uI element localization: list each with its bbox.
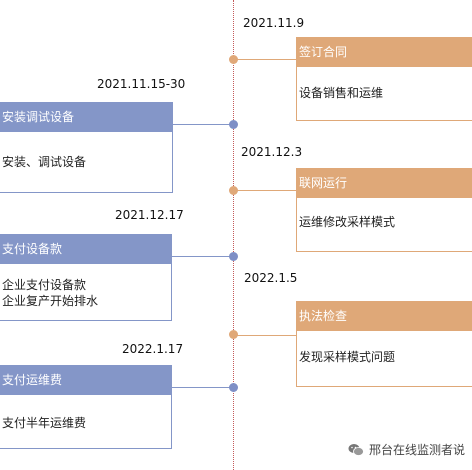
event-title: 执法检查 xyxy=(297,302,472,331)
event-title: 支付设备款 xyxy=(0,235,171,264)
date-label: 2021.11.15-30 xyxy=(97,77,186,91)
event-description: 企业支付设备款 企业复产开始排水 xyxy=(2,278,99,308)
event-card: 支付运维费 支付半年运维费 xyxy=(0,365,172,449)
connector-line xyxy=(234,190,296,191)
connector-line xyxy=(234,59,296,60)
connector-line xyxy=(172,387,233,388)
event-title: 安装调试设备 xyxy=(0,103,172,132)
timeline-dot xyxy=(229,55,238,64)
event-title: 联网运行 xyxy=(297,169,472,198)
event-title: 支付运维费 xyxy=(0,366,171,395)
date-label: 2022.1.5 xyxy=(244,271,298,285)
event-description: 支付半年运维费 xyxy=(2,416,87,430)
connector-line xyxy=(234,335,296,336)
event-title: 签订合同 xyxy=(297,38,472,67)
event-card: 签订合同 设备销售和运维 xyxy=(296,37,472,121)
wechat-icon xyxy=(348,443,364,457)
date-label: 2021.12.3 xyxy=(241,145,303,159)
connector-line xyxy=(172,256,233,257)
event-description: 运维修改采样模式 xyxy=(299,215,396,229)
watermark: 邢台在线监测者说 xyxy=(348,441,465,458)
event-description: 设备销售和运维 xyxy=(299,86,384,100)
event-card: 安装调试设备 安装、调试设备 xyxy=(0,102,173,193)
event-card: 联网运行 运维修改采样模式 xyxy=(296,168,472,252)
event-description: 发现采样模式问题 xyxy=(299,350,396,364)
date-label: 2021.12.17 xyxy=(115,208,184,222)
event-description: 安装、调试设备 xyxy=(2,155,87,169)
watermark-text: 邢台在线监测者说 xyxy=(369,443,466,457)
date-label: 2022.1.17 xyxy=(122,342,184,356)
connector-line xyxy=(173,124,233,125)
date-label: 2021.11.9 xyxy=(243,16,305,30)
event-card: 支付设备款 企业支付设备款 企业复产开始排水 xyxy=(0,234,172,321)
timeline-dot xyxy=(229,252,238,261)
timeline-dot xyxy=(229,330,238,339)
event-card: 执法检查 发现采样模式问题 xyxy=(296,301,472,387)
timeline-dot xyxy=(229,120,238,129)
timeline-axis xyxy=(233,0,234,470)
timeline-dot xyxy=(229,383,238,392)
timeline-dot xyxy=(229,186,238,195)
